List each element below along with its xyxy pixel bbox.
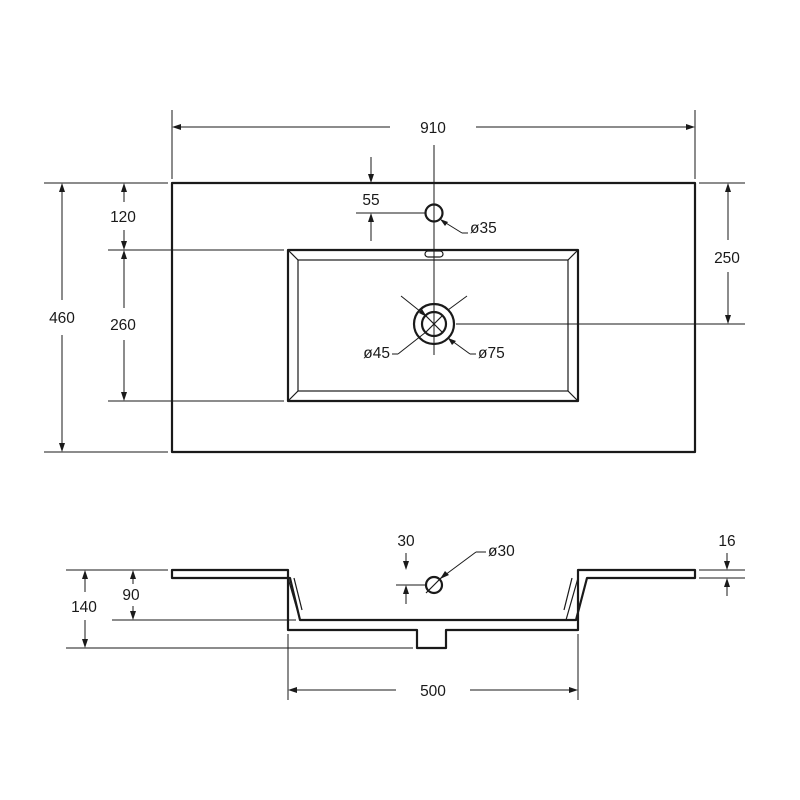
leader-tap-hole: ø35: [440, 219, 497, 237]
label-overflow-offset: 30: [397, 533, 415, 550]
label-tap-hole-diameter: ø35: [470, 220, 497, 237]
bowl-wall-lines: [287, 577, 579, 621]
dim-overflow-offset: 30: [396, 533, 426, 604]
bowl-corner-lines: [287, 249, 579, 402]
leader-overflow-hole: ø30: [440, 543, 515, 579]
side-view: 30 ø30 16 90: [66, 533, 745, 700]
label-bowl-height: 90: [122, 587, 140, 604]
label-overall-width: 910: [420, 120, 446, 137]
leader-drain-outer: ø75: [447, 295, 505, 362]
basin-section-outline: [170, 568, 697, 650]
label-drain-outer-diameter: ø75: [478, 345, 505, 362]
dim-total-height: 140: [66, 569, 413, 649]
dim-slab-thickness: 16: [699, 533, 745, 596]
label-drain-diameter: ø45: [363, 345, 390, 362]
label-edge-to-tap-hole: 55: [362, 192, 379, 209]
label-bowl-depth: 260: [110, 317, 136, 334]
dim-front-to-bowl: 120: [108, 183, 284, 251]
dim-edge-to-drain: 250: [456, 182, 745, 325]
dim-bowl-height: 90: [112, 570, 296, 621]
leader-drain-inner: ø45: [363, 295, 427, 362]
dim-overall-width: 910: [171, 110, 696, 179]
bowl-outer-rim: [286, 248, 580, 403]
dim-bowl-width: 500: [287, 634, 579, 700]
label-slab-thickness: 16: [718, 533, 735, 550]
label-overall-depth: 460: [49, 310, 75, 327]
label-total-height: 140: [71, 599, 97, 616]
dim-overall-depth: 460: [44, 182, 168, 453]
dim-bowl-depth: 260: [108, 250, 284, 402]
dim-edge-to-tap-hole: 55: [356, 157, 426, 241]
label-edge-to-drain: 250: [714, 250, 740, 267]
label-overflow-diameter: ø30: [488, 543, 515, 560]
label-bowl-width: 500: [420, 683, 446, 700]
top-view: 910 460 120 260: [44, 110, 745, 454]
label-front-to-bowl: 120: [110, 209, 136, 226]
bowl-inner-floor: [297, 259, 569, 392]
